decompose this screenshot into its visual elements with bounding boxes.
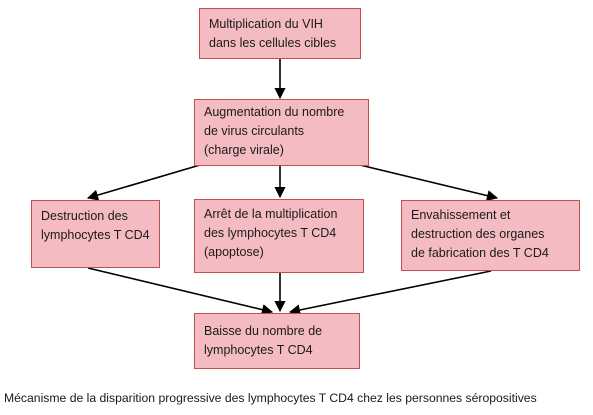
- box-envahissement-line-2: destruction des organes: [411, 227, 545, 241]
- box-destruction: Destruction des lymphocytes T CD4: [31, 200, 160, 268]
- box-arret-line-1: Arrêt de la multiplication: [204, 207, 338, 221]
- arrow-envahissement-to-baisse: [288, 270, 492, 316]
- box-multiplication-line-1: Multiplication du VIH: [209, 17, 323, 31]
- box-envahissement-line-1: Envahissement et: [411, 208, 511, 222]
- box-baisse-line-1: Baisse du nombre de: [204, 324, 323, 338]
- box-multiplication-line-2: dans les cellules cibles: [209, 36, 337, 50]
- arrow-destruction-to-baisse: [87, 267, 274, 316]
- box-multiplication: Multiplication du VIH dans les cellules …: [199, 8, 361, 59]
- box-augmentation-line-1: Augmentation du nombre: [204, 105, 345, 119]
- figure-caption: Mécanisme de la disparition progressive …: [4, 391, 537, 405]
- box-envahissement: Envahissement et destruction des organes…: [401, 200, 580, 271]
- box-baisse: Baisse du nombre de lymphocytes T CD4: [194, 313, 360, 369]
- box-arret: Arrêt de la multiplication des lymphocyt…: [194, 199, 364, 273]
- box-augmentation: Augmentation du nombre de virus circulan…: [194, 99, 369, 166]
- box-augmentation-line-2: de virus circulants: [204, 124, 305, 138]
- box-augmentation-line-3: (charge virale): [204, 143, 284, 157]
- box-envahissement-line-3: de fabrication des T CD4: [411, 246, 549, 260]
- box-destruction-line-2: lymphocytes T CD4: [41, 228, 150, 242]
- box-destruction-line-1: Destruction des: [41, 209, 128, 223]
- box-baisse-line-2: lymphocytes T CD4: [204, 343, 313, 357]
- arrow-augmentation-to-destruction: [86, 164, 201, 201]
- box-arret-line-2: des lymphocytes T CD4: [204, 226, 337, 240]
- arrow-augmentation-to-envahissement: [359, 164, 499, 202]
- box-arret-line-3: (apoptose): [204, 245, 264, 259]
